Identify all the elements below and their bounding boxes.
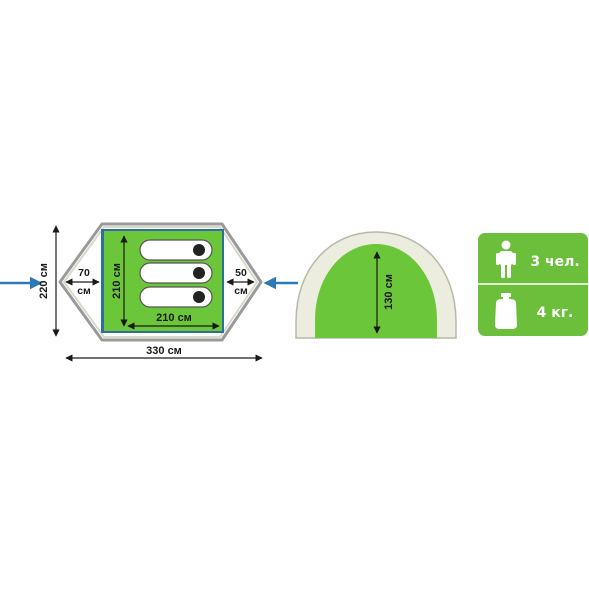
left-vestibule-unit: см <box>77 285 91 297</box>
weight-label: 4 кг. <box>537 305 574 321</box>
person-icon <box>496 240 516 278</box>
sleeping-bag-icon <box>139 239 213 261</box>
inner-width-label: 210 см <box>156 312 192 324</box>
spec-badge: 3 чел. 4 кг. <box>478 233 588 336</box>
right-vestibule-value: 50 <box>235 267 247 279</box>
inner-length-label: 210 см <box>111 263 123 299</box>
floor-plan: 210 см 210 см 70 см 50 см <box>58 222 263 342</box>
total-width-label: 220 см <box>38 263 50 299</box>
height-label: 130 см <box>383 274 395 310</box>
total-length-label: 330 см <box>146 345 182 357</box>
sleeping-bag-icon <box>139 262 213 284</box>
side-view: 130 см <box>295 231 457 339</box>
weight-icon <box>495 293 517 329</box>
right-vestibule-unit: см <box>234 285 248 297</box>
left-vestibule-value: 70 <box>78 267 90 279</box>
sleeping-bag-icon <box>139 286 213 308</box>
capacity-label: 3 чел. <box>530 254 579 270</box>
